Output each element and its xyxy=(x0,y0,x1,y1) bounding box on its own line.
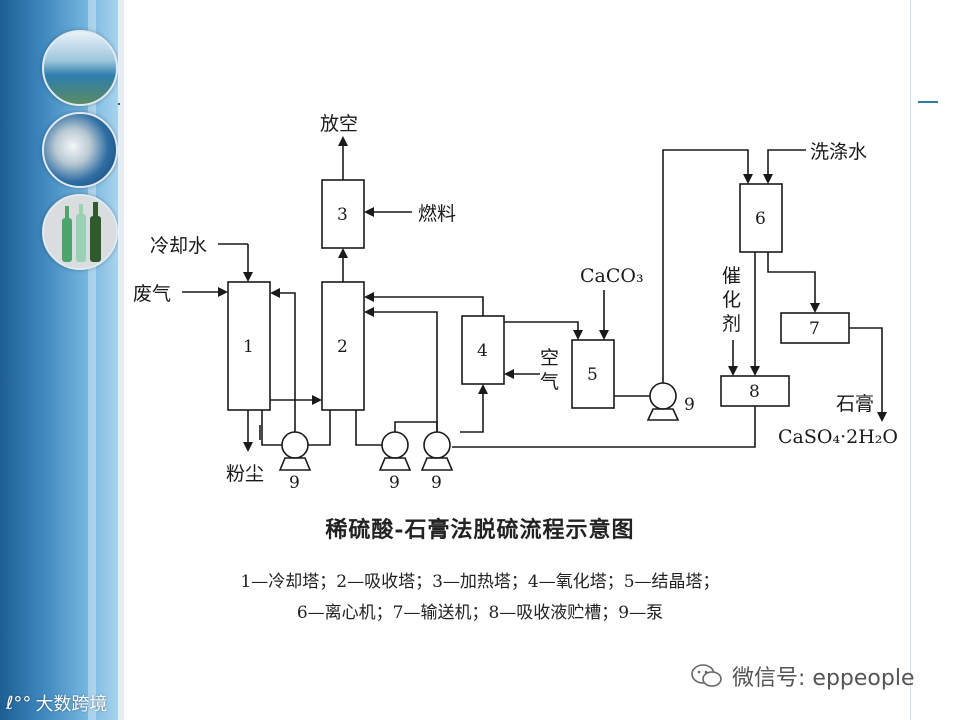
unit-3-number: 3 xyxy=(337,205,348,225)
sidebar xyxy=(0,0,118,720)
dust-label: 粉尘 xyxy=(226,463,264,485)
pump-3 xyxy=(420,431,454,471)
crystallizer-box xyxy=(571,339,615,409)
pump-1 xyxy=(278,431,312,471)
thumbnail-water-image xyxy=(42,30,118,106)
pump-4 xyxy=(646,382,680,421)
diagram-caption: 稀硫酸-石膏法脱硫流程示意图 xyxy=(325,517,635,543)
gypsum-label: 石膏 xyxy=(836,392,874,415)
unit-6-number: 6 xyxy=(755,209,766,229)
legend-line-2: 6—离心机；7—输送机；8—吸收液贮槽；9—泵 xyxy=(296,603,664,623)
legend-line-1: 1—冷却塔；2—吸收塔；3—加热塔；4—氧化塔；5—结晶塔； xyxy=(240,572,720,592)
watermark-logo-icon: ℓ°° xyxy=(6,692,32,714)
catalyst-label-3: 剂 xyxy=(722,313,741,335)
pump-1-number: 9 xyxy=(289,473,300,493)
unit-2-number: 2 xyxy=(337,337,348,357)
cooling-water-label: 冷却水 xyxy=(150,235,207,257)
thumbnail-splash-image xyxy=(42,112,118,188)
content-edge xyxy=(118,0,124,720)
pump-2-number: 9 xyxy=(389,473,400,493)
unit-4-number: 4 xyxy=(477,341,488,361)
unit-1-number: 1 xyxy=(243,337,254,357)
dot-mark xyxy=(118,103,120,105)
catalyst-label-1: 催 xyxy=(722,265,741,287)
unit-8-number: 8 xyxy=(749,382,760,402)
pump-3-number: 9 xyxy=(431,473,442,493)
unit-7-number: 7 xyxy=(809,319,820,339)
watermark: ℓ°° 大数跨境 xyxy=(6,690,107,716)
caco3-label: CaCO₃ xyxy=(580,265,644,287)
wash-water-label: 洗涤水 xyxy=(810,141,867,163)
unit-5-number: 5 xyxy=(587,365,598,385)
wechat-id: 微信号: eppeople xyxy=(690,660,914,692)
right-border-line xyxy=(910,0,911,720)
vent-label: 放空 xyxy=(320,113,358,135)
air-label-1: 空 xyxy=(540,347,559,369)
waste-gas-label: 废气 xyxy=(133,283,171,305)
thumbnail-bottles-image xyxy=(42,194,118,270)
corner-mark xyxy=(918,101,938,103)
sidebar-stripe xyxy=(88,0,96,720)
watermark-text: 大数跨境 xyxy=(35,694,108,715)
product-label: CaSO₄·2H₂O xyxy=(778,426,898,448)
catalyst-label-2: 化 xyxy=(722,289,741,311)
pump-4-number: 9 xyxy=(684,395,695,415)
wechat-id-text: 微信号: eppeople xyxy=(732,666,915,691)
wechat-icon xyxy=(691,664,722,687)
centrifuge-box xyxy=(739,183,783,253)
fuel-label: 燃料 xyxy=(418,203,456,225)
pump-2 xyxy=(378,431,412,471)
air-label-2: 气 xyxy=(540,371,559,393)
cooling-tower-box xyxy=(227,281,271,411)
